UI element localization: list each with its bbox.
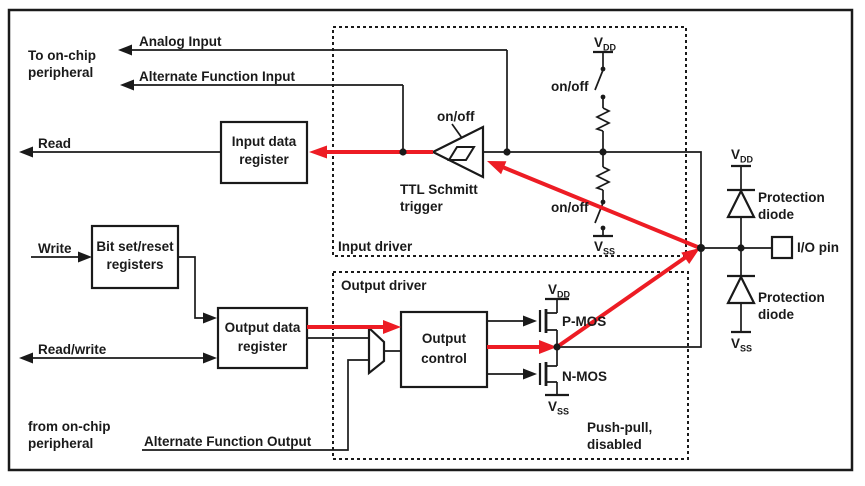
label-vss-diode: VSS (731, 336, 752, 354)
red-mos-arrowhead (539, 340, 557, 354)
junction-dot (737, 244, 745, 252)
multiplexer-symbol (367, 325, 386, 376)
write-arrowhead (78, 251, 92, 263)
junction-dots (399, 148, 745, 351)
junction-dot (599, 148, 607, 156)
label-ttl-schmitt-2: trigger (400, 199, 444, 214)
red-schmitt-arrowhead (487, 161, 507, 175)
label-to-on-chip-1: To on-chip (28, 48, 96, 63)
label-output-data-register-1: Output data (225, 320, 301, 335)
alt-func-input-arrowhead (120, 79, 134, 91)
label-vdd-pmos: VDD (548, 282, 571, 300)
label-analog-input: Analog Input (139, 34, 222, 49)
switch-contact-dot (600, 66, 606, 72)
output-data-register-box (216, 306, 309, 370)
junction-dot (503, 148, 511, 156)
protection-diode-top-symbol (726, 188, 756, 219)
hysteresis-icon (447, 146, 476, 161)
label-push-pull-1: Push-pull, (587, 420, 652, 435)
outer-border (7, 8, 854, 472)
label-protection-top-1: Protection (758, 190, 825, 205)
label-protection-top-2: diode (758, 207, 794, 222)
push-pull-stage (487, 297, 569, 397)
bitreg-to-outputreg-line (178, 256, 204, 319)
red-read-arrowhead (309, 145, 327, 159)
label-vss-nmos: VSS (548, 399, 569, 417)
pull-down-resistor (594, 166, 611, 191)
label-protection-bottom-1: Protection (758, 290, 825, 305)
label-read-write: Read/write (38, 342, 107, 357)
analog-arrowhead (118, 44, 132, 56)
label-bit-set-reset-1: Bit set/reset (96, 239, 174, 254)
label-vdd-pullup: VDD (594, 35, 617, 53)
pull-up-resistor (594, 107, 611, 132)
label-input-driver: Input driver (338, 239, 413, 254)
label-write: Write (38, 241, 72, 256)
label-vdd-diode: VDD (731, 147, 754, 165)
bitreg-arrowhead (203, 312, 217, 324)
io-junction-dot (697, 244, 705, 252)
nmos-source-drain (546, 347, 558, 395)
label-protection-bottom-2: diode (758, 307, 794, 322)
label-alternate-function-input: Alternate Function Input (139, 69, 295, 84)
input-driver-box (332, 26, 687, 257)
mos-junction-dot (553, 343, 561, 351)
label-from-on-chip-2: peripheral (28, 436, 93, 451)
label-alternate-function-output: Alternate Function Output (144, 434, 312, 449)
label-read: Read (38, 136, 71, 151)
red-control-arrowhead (383, 320, 401, 334)
label-push-pull-2: disabled (587, 437, 642, 452)
schmitt-triangle (430, 125, 485, 179)
schmitt-trigger-symbol (430, 123, 485, 179)
output-driver-box (332, 271, 689, 460)
label-output-control-2: control (421, 351, 467, 366)
label-output-data-register-2: register (238, 339, 288, 354)
arrowheads (19, 44, 537, 380)
label-nmos: N-MOS (562, 369, 607, 384)
read-arrowhead (19, 146, 33, 158)
label-input-data-register-1: Input data (232, 134, 297, 149)
label-from-on-chip-1: from on-chip (28, 419, 111, 434)
nmos-transistor-symbol (538, 347, 569, 397)
label-vss-pulldown: VSS (594, 239, 615, 257)
read-write-left-arrowhead (19, 352, 33, 364)
bit-set-reset-register-box (90, 224, 180, 290)
junction-dot (399, 148, 407, 156)
output-control-box (399, 310, 489, 389)
red-io-arrowhead (681, 248, 700, 264)
on-off-pointer-line (451, 123, 463, 139)
label-output-driver: Output driver (341, 278, 427, 293)
protection-diode-bottom-symbol (726, 274, 756, 305)
label-ttl-schmitt-1: TTL Schmitt (400, 182, 478, 197)
label-output-control-1: Output (422, 331, 467, 346)
label-input-data-register-2: register (239, 152, 289, 167)
input-data-register-box (219, 120, 309, 185)
highlighted-signal-path (307, 145, 701, 354)
protection-diode-network (726, 164, 794, 334)
pull-up-pull-down-network (593, 50, 613, 238)
nmos-gate-arrowhead (523, 368, 537, 380)
label-schmitt-on-off: on/off (437, 109, 475, 124)
label-pulldown-on-off: on/off (551, 200, 589, 215)
alternate-function-output-line (142, 359, 369, 451)
label-to-on-chip-2: peripheral (28, 65, 93, 80)
analog-input-line (130, 49, 508, 152)
pmos-gate-arrowhead (523, 315, 537, 327)
label-bit-set-reset-2: registers (106, 257, 163, 272)
red-io-to-schmitt-segment (499, 164, 701, 250)
pmos-transistor-symbol (538, 297, 569, 347)
red-mos-to-io-segment (555, 255, 688, 349)
label-pullup-on-off: on/off (551, 79, 589, 94)
read-write-right-arrowhead (203, 352, 217, 364)
label-io-pin: I/O pin (797, 240, 839, 255)
label-pmos: P-MOS (562, 314, 606, 329)
alternate-function-input-line (132, 84, 404, 152)
switch-contact-dot (600, 199, 606, 205)
pull-up-switch (594, 69, 604, 91)
io-pin-symbol (770, 235, 794, 260)
pmos-source-drain (546, 299, 558, 347)
